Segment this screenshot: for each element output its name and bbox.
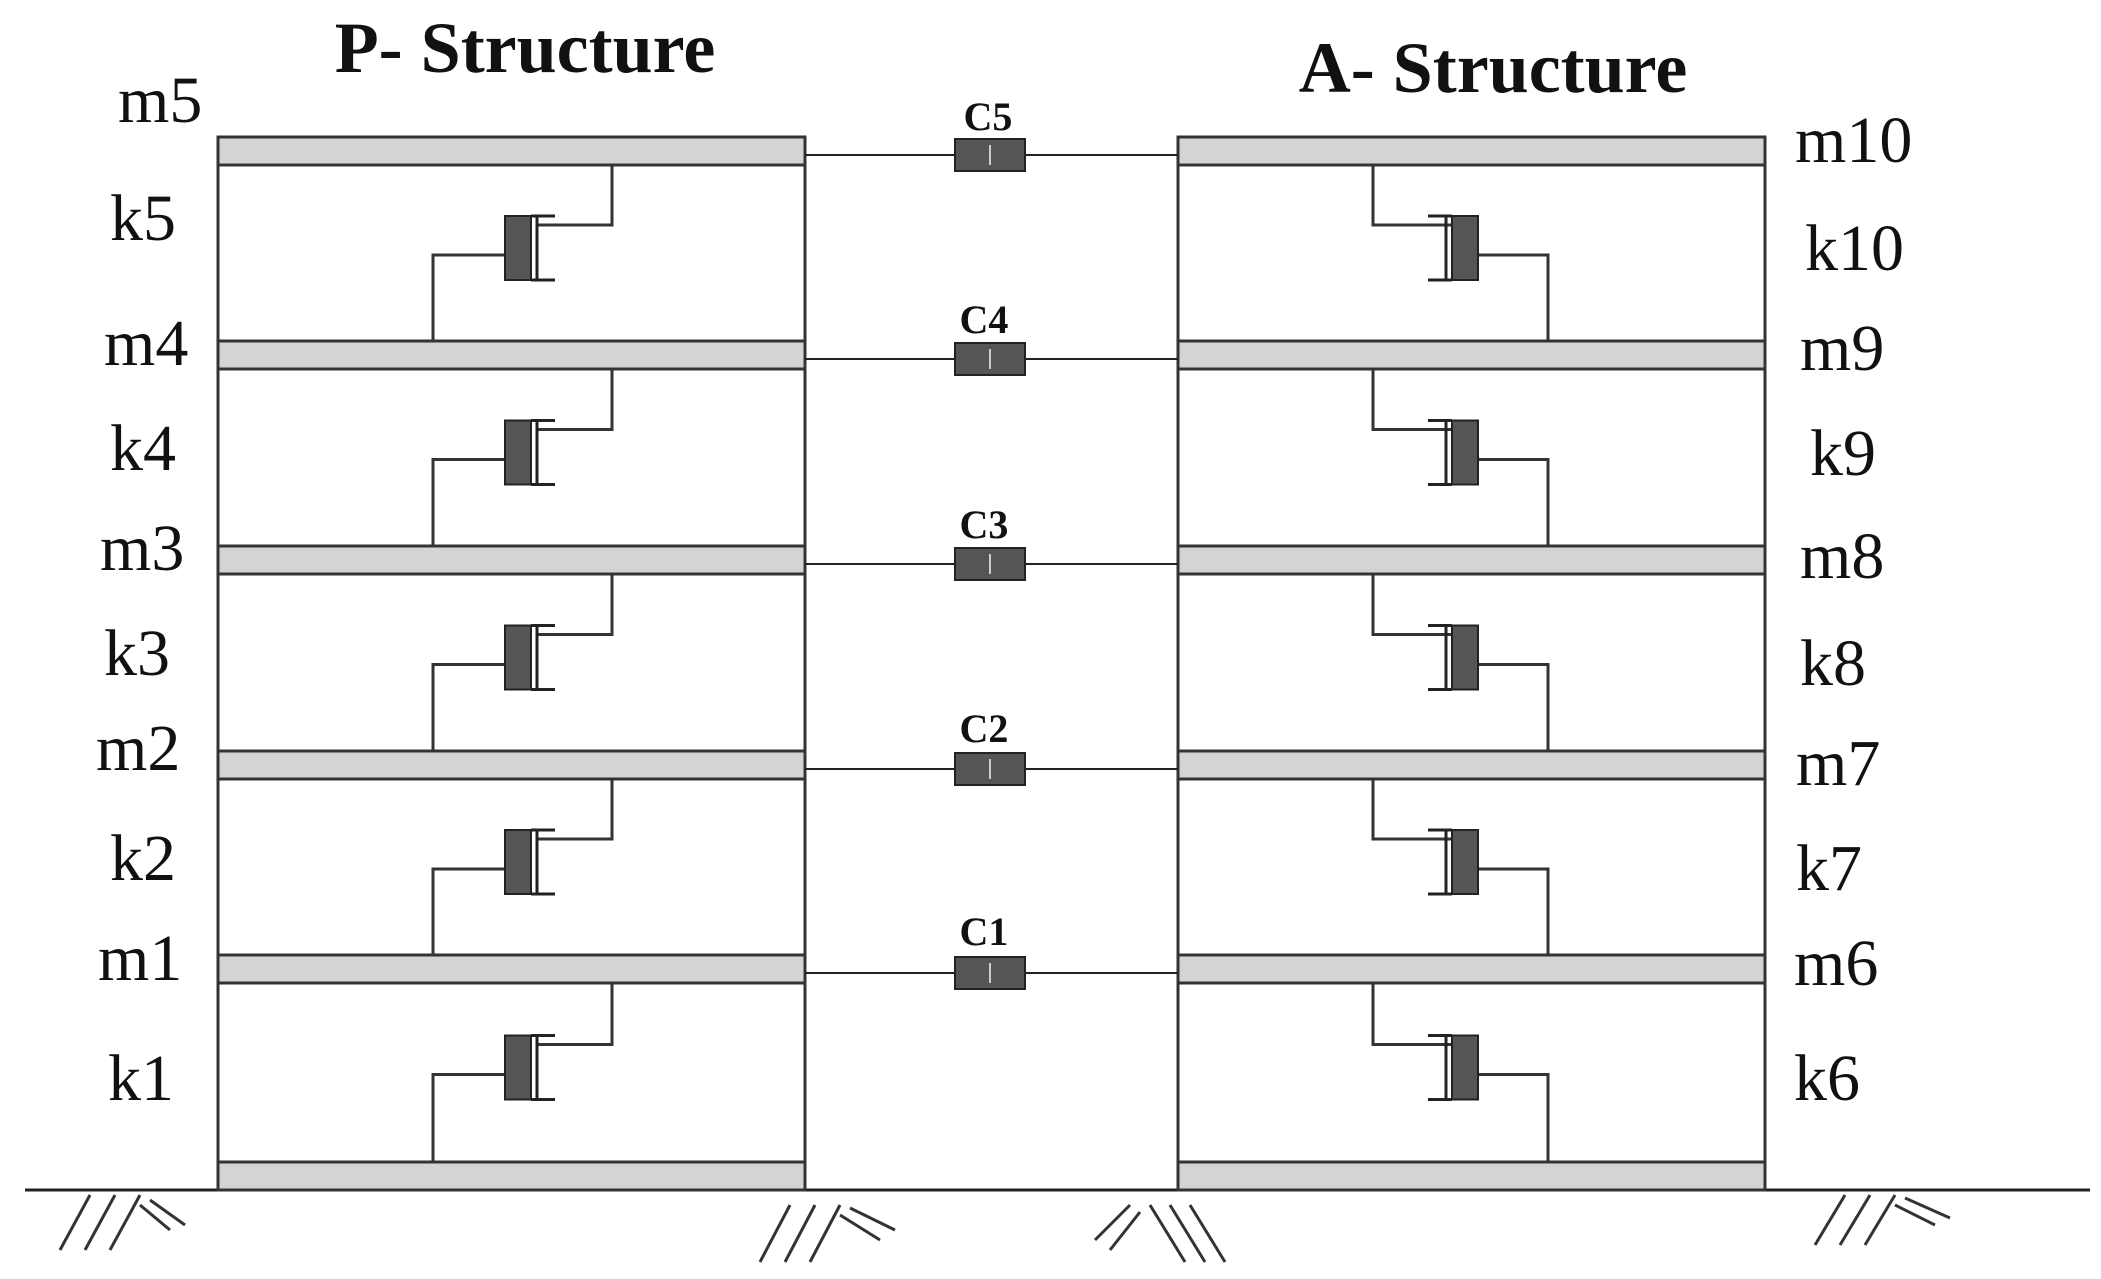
damper-cylinder bbox=[1451, 215, 1479, 281]
story-damper-icon bbox=[1371, 574, 1550, 751]
damper-cylinder bbox=[504, 1034, 532, 1101]
spring-label-k8: k8 bbox=[1800, 627, 1866, 700]
mass-label-m3: m3 bbox=[100, 512, 184, 585]
mass-label-m5: m5 bbox=[118, 64, 202, 137]
spring-label-k1: k1 bbox=[108, 1042, 174, 1115]
floor-slab bbox=[216, 544, 807, 576]
ground-hatch bbox=[58, 1194, 1951, 1263]
damper-brace bbox=[1371, 779, 1452, 841]
floor-slab bbox=[1176, 749, 1767, 781]
connecting-damper-icon bbox=[805, 138, 1178, 172]
mass-label-m10: m10 bbox=[1795, 104, 1912, 177]
floor-slab bbox=[216, 749, 807, 781]
damper-brace bbox=[1371, 574, 1452, 636]
spring-label-k10: k10 bbox=[1805, 212, 1904, 285]
floor-slab bbox=[216, 953, 807, 985]
damper-brace bbox=[1371, 165, 1452, 227]
damper-brace bbox=[1477, 867, 1550, 955]
damper-brace bbox=[537, 574, 614, 636]
ground-support-icon bbox=[1813, 1194, 1951, 1246]
damper-brace bbox=[1477, 253, 1550, 341]
damper-cylinder bbox=[1451, 624, 1479, 691]
floor-slab bbox=[1176, 135, 1767, 167]
story-damper-icon bbox=[1371, 983, 1550, 1162]
damper-brace bbox=[431, 253, 505, 341]
a-structure-labels: m10 k10 m9 k9 m8 k8 m7 k7 m6 k6 bbox=[1794, 104, 1912, 1115]
a-structure-title: A- Structure bbox=[1299, 28, 1688, 108]
spring-label-k6: k6 bbox=[1794, 1042, 1860, 1115]
spring-label-k5: k5 bbox=[110, 182, 176, 255]
connecting-damper-icon bbox=[805, 342, 1178, 376]
floor-slab bbox=[216, 339, 807, 371]
a-structure-frame bbox=[1176, 135, 1767, 1192]
mass-label-m7: m7 bbox=[1796, 727, 1880, 800]
damper-body bbox=[954, 342, 1026, 376]
damper-label-c2: C2 bbox=[960, 706, 1009, 751]
spring-label-k2: k2 bbox=[110, 822, 176, 895]
damper-cylinder bbox=[1451, 1034, 1479, 1101]
damper-label-c4: C4 bbox=[960, 297, 1009, 342]
floor-slab bbox=[1176, 544, 1767, 576]
damper-brace bbox=[1477, 663, 1550, 751]
damper-label-c1: C1 bbox=[960, 909, 1009, 954]
damper-cylinder bbox=[1451, 419, 1479, 486]
story-damper-icon bbox=[431, 983, 614, 1162]
connecting-damper-links bbox=[805, 138, 1178, 990]
damper-brace bbox=[431, 458, 505, 546]
damper-cylinder bbox=[504, 215, 532, 281]
connecting-damper-icon bbox=[805, 752, 1178, 786]
spring-label-k7: k7 bbox=[1796, 832, 1862, 905]
story-damper-icon bbox=[431, 369, 614, 546]
damper-brace bbox=[537, 983, 614, 1046]
damper-brace bbox=[537, 369, 614, 431]
p-structure-labels: m5 k5 m4 k4 m3 k3 m2 k2 m1 k1 bbox=[96, 64, 202, 1115]
mass-label-m4: m4 bbox=[104, 307, 188, 380]
damper-cylinder bbox=[1451, 829, 1479, 895]
ground-support-icon bbox=[58, 1194, 186, 1251]
mass-label-m8: m8 bbox=[1800, 520, 1884, 593]
story-damper-icon bbox=[431, 574, 614, 751]
connecting-damper-icon bbox=[805, 956, 1178, 990]
damper-cylinder bbox=[504, 624, 532, 691]
connecting-damper-labels: C5 C4 C3 C2 C1 bbox=[960, 94, 1013, 954]
spring-label-k3: k3 bbox=[104, 617, 170, 690]
connecting-damper-icon bbox=[805, 547, 1178, 581]
damper-cylinder bbox=[504, 829, 532, 895]
p-structure-title: P- Structure bbox=[335, 8, 716, 88]
floor-slab bbox=[216, 135, 807, 167]
mass-label-m9: m9 bbox=[1800, 312, 1884, 385]
ground-support-icon bbox=[1093, 1203, 1227, 1263]
damper-brace bbox=[1371, 369, 1452, 431]
damper-label-c3: C3 bbox=[960, 502, 1009, 547]
story-damper-icon bbox=[431, 165, 614, 341]
story-damper-icon bbox=[431, 779, 614, 955]
story-damper-icon bbox=[1371, 165, 1550, 341]
damper-brace bbox=[431, 1073, 505, 1162]
spring-label-k9: k9 bbox=[1810, 417, 1876, 490]
floor-slab bbox=[216, 1160, 807, 1192]
damper-brace bbox=[1477, 458, 1550, 546]
story-damper-icon bbox=[1371, 779, 1550, 955]
p-structure-frame bbox=[216, 135, 807, 1192]
mass-label-m2: m2 bbox=[96, 712, 180, 785]
mass-label-m1: m1 bbox=[98, 922, 182, 995]
ground-support-icon bbox=[758, 1204, 896, 1263]
damper-label-c5: C5 bbox=[964, 94, 1013, 139]
floor-slab bbox=[1176, 953, 1767, 985]
mass-label-m6: m6 bbox=[1794, 927, 1878, 1000]
damper-brace bbox=[431, 663, 505, 751]
floor-slab bbox=[1176, 1160, 1767, 1192]
damper-brace bbox=[1477, 1073, 1550, 1162]
damper-brace bbox=[537, 165, 614, 227]
damper-brace bbox=[431, 867, 505, 955]
story-damper-icon bbox=[1371, 369, 1550, 546]
floor-slab bbox=[1176, 339, 1767, 371]
spring-label-k4: k4 bbox=[110, 412, 176, 485]
damper-body bbox=[954, 752, 1026, 786]
damper-brace bbox=[1371, 983, 1452, 1046]
damper-cylinder bbox=[504, 419, 532, 486]
damper-brace bbox=[537, 779, 614, 841]
